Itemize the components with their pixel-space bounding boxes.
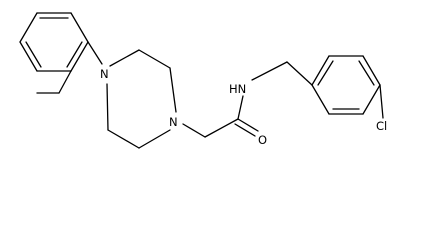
bond	[106, 83, 109, 131]
double-bond	[25, 41, 42, 68]
ch2-carbonyl-bond	[204, 118, 239, 138]
atom-label-n4: N	[169, 115, 178, 129]
atom-label-n1: N	[100, 67, 109, 81]
bond	[169, 67, 177, 113]
double-bond	[358, 60, 375, 86]
bond	[70, 12, 89, 43]
methyl-bond	[58, 70, 72, 94]
carbonyl-double-bond	[234, 123, 256, 137]
amide-cn-bond	[237, 95, 244, 120]
bond	[138, 49, 171, 69]
bond	[138, 129, 171, 149]
bond	[107, 129, 140, 149]
tolyl-ring	[19, 12, 89, 72]
bond	[19, 12, 38, 43]
atom-label-amide-nh: HN	[229, 82, 246, 96]
bond	[70, 41, 89, 72]
double-bond	[66, 41, 83, 68]
bond	[362, 55, 381, 86]
nh-ch2-bond	[251, 61, 288, 81]
bond	[19, 41, 38, 72]
bond	[109, 49, 140, 67]
bond	[311, 55, 330, 86]
double-bond	[317, 60, 334, 86]
atom-label-carbonyl-o: O	[258, 133, 267, 147]
c-cl-bond	[379, 84, 384, 119]
bond	[362, 84, 381, 115]
molecule-diagram: N N HN O Cl	[19, 12, 387, 149]
atom-label-chlorine: Cl	[376, 119, 387, 133]
carbonyl-double-bond	[237, 118, 259, 132]
bond	[311, 84, 330, 115]
piperazine-ring	[106, 49, 177, 149]
chlorophenyl-ring	[311, 55, 381, 115]
ch2-aryl-bond	[286, 61, 313, 86]
n-ch2-bond	[182, 123, 206, 138]
aryl-n-bond	[87, 41, 103, 65]
